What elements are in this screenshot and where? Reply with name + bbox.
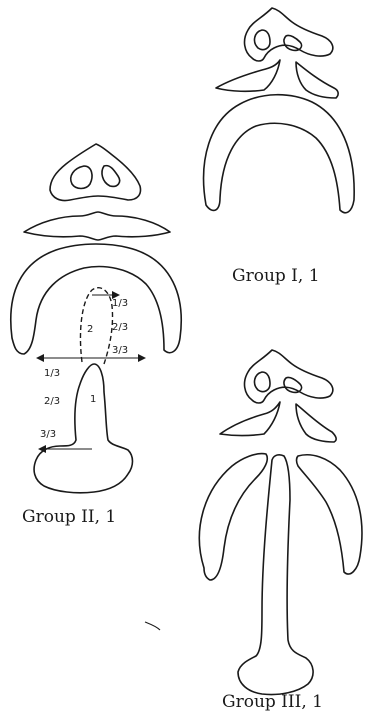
- left-lower-2-3-label: 2/3: [44, 396, 60, 407]
- segment-1-label: 1: [90, 394, 96, 405]
- group-iii-caption: Group III, 1: [222, 692, 323, 712]
- group-ii-caption: Group II, 1: [22, 507, 116, 527]
- group-ii-palate-arch: [11, 244, 181, 354]
- group-i-left-nostril: [255, 30, 270, 50]
- group-i-caption: Group I, 1: [232, 266, 320, 286]
- left-lower-3-3-label: 3/3: [40, 429, 56, 440]
- right-upper-2-3-label: 2/3: [112, 322, 128, 333]
- right-upper-3-3-label: 3/3: [112, 345, 128, 356]
- group-iii-left-palatal-shelf: [199, 454, 267, 580]
- segment-2-label: 2: [87, 324, 93, 335]
- group-iii-right-nostril: [284, 377, 302, 392]
- group-i-lip-left: [216, 60, 280, 91]
- right-upper-1-3-label: 1/3: [112, 298, 128, 309]
- group-i-nose: [245, 8, 333, 61]
- group-ii-arrowhead-middle-right: [138, 354, 146, 362]
- group-iii-nose: [245, 350, 333, 403]
- stray-mark: [145, 622, 160, 630]
- group-ii-diagram: 2 1 1/3 2/3 3/3 1/3 2/3 3/3: [11, 144, 181, 493]
- left-lower-1-3-label: 1/3: [44, 368, 60, 379]
- group-ii-left-nostril: [71, 166, 92, 189]
- group-i-diagram: [204, 8, 355, 213]
- group-iii-lip-left: [220, 402, 280, 436]
- group-i-right-nostril: [284, 35, 302, 50]
- group-iii-premaxilla: [238, 455, 313, 695]
- group-iii-right-palatal-shelf: [297, 455, 362, 574]
- group-i-palate-arch: [204, 95, 355, 213]
- group-iii-diagram: [199, 350, 362, 695]
- group-iii-lip-right: [296, 404, 336, 442]
- group-ii-lip: [24, 212, 170, 240]
- group-ii-nose: [50, 144, 141, 201]
- group-ii-secondary-palate-dashed: [80, 288, 112, 364]
- group-i-lip-right: [296, 62, 338, 98]
- group-ii-right-nostril: [102, 166, 120, 187]
- group-ii-arrowhead-middle-left: [36, 354, 44, 362]
- group-iii-left-nostril: [255, 372, 270, 392]
